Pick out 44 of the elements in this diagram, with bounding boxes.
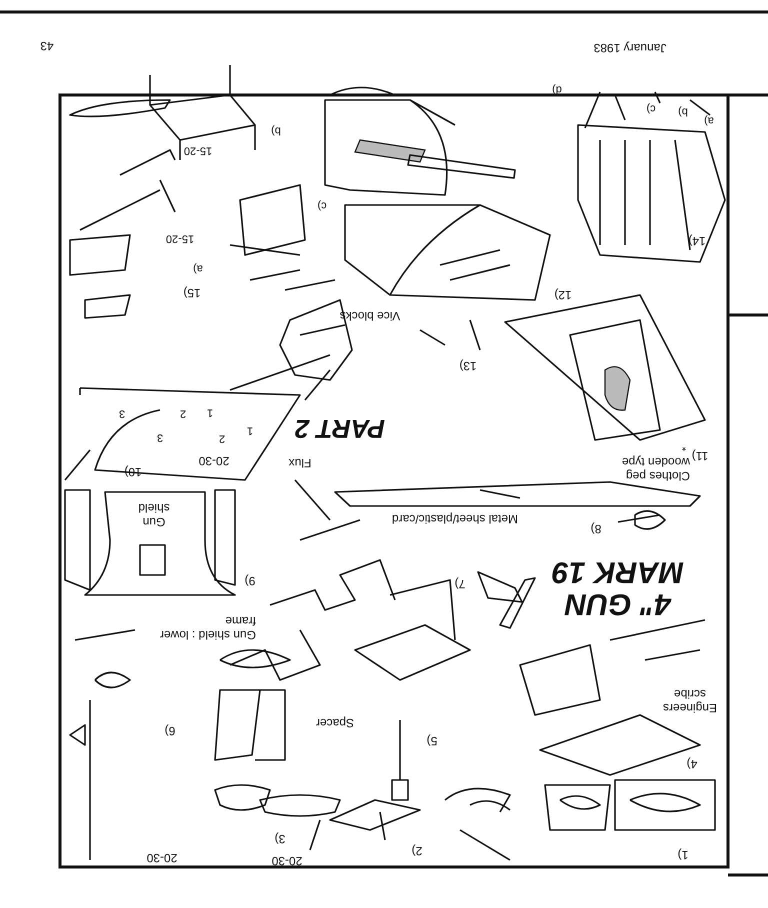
step-number: 15) [183, 285, 201, 299]
step-number: 4) [686, 756, 698, 770]
part-label: Vice blocks [340, 308, 400, 322]
step-number: 1) [678, 847, 688, 861]
page-number: 43 [40, 38, 54, 52]
part-label: Engineers scribe [662, 686, 718, 714]
sub-item-label: 3 [156, 430, 164, 444]
title: 4" GUN MARK 19 [551, 556, 685, 620]
step-number: 9) [244, 573, 256, 587]
part-label: Gun shield [137, 500, 171, 528]
sub-item-label: b) [271, 124, 281, 136]
step-number: 8) [590, 521, 602, 535]
sub-item-label: a) [704, 114, 714, 126]
part-label: Flux [288, 455, 312, 469]
sub-item-label: b) [678, 104, 688, 118]
step-number: 6) [164, 723, 176, 737]
temperature-label: 15-20 [184, 144, 212, 156]
part-label: Clothes peg wooden type [620, 454, 690, 482]
step-number: 2) [412, 843, 422, 857]
date: January 1983 [594, 40, 666, 54]
part-heading: PART 2 [294, 413, 386, 443]
part-label: Metal sheet/plastic/card [392, 511, 518, 525]
temperature-label: 20-30 [146, 850, 178, 864]
sub-item-label: a) [193, 262, 203, 274]
sub-item-label: 3 [118, 406, 126, 420]
sub-item-label: 2 [180, 406, 186, 420]
sub-item-label: c) [317, 198, 327, 212]
step-number: 14) [688, 233, 706, 247]
temperature-label: 20-30 [198, 453, 230, 467]
sub-item-label: c) [646, 102, 656, 114]
sub-item-label: * [682, 440, 686, 452]
step-number: 5) [426, 733, 438, 747]
sub-item-label: 2 [218, 432, 226, 444]
step-number: 3) [274, 831, 286, 845]
temperature-label: 15-20 [166, 232, 194, 244]
step-number: 12) [554, 287, 572, 301]
sub-item-label: 1 [246, 424, 254, 436]
step-number: 11) [692, 448, 708, 462]
step-number: 13) [459, 358, 477, 372]
part-label: Gun shield : lower frame [158, 613, 256, 641]
temperature-label: 20-30 [272, 853, 302, 867]
sub-item-label: 1 [206, 406, 214, 418]
step-number: 7) [454, 576, 466, 590]
part-label: Spacer [316, 715, 354, 729]
